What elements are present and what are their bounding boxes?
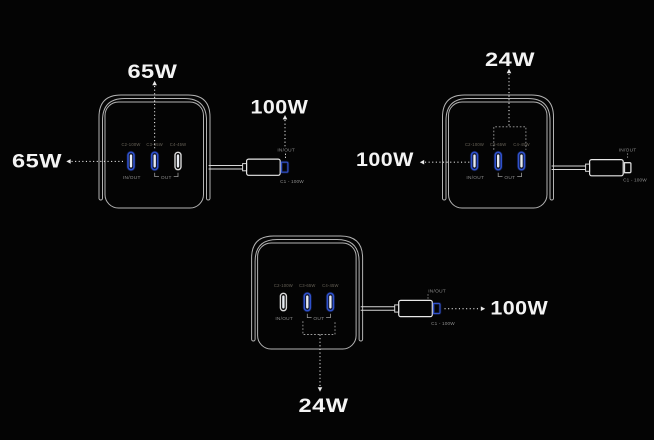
svg-text:IN/OUT: IN/OUT bbox=[619, 148, 637, 154]
svg-text:IN/OUT: IN/OUT bbox=[275, 316, 293, 322]
svg-text:C1 - 100W: C1 - 100W bbox=[623, 177, 647, 182]
svg-text:IN/OUT: IN/OUT bbox=[123, 175, 141, 181]
svg-text:OUT: OUT bbox=[313, 316, 324, 322]
svg-text:65W: 65W bbox=[127, 60, 177, 83]
svg-text:IN/OUT: IN/OUT bbox=[277, 148, 295, 154]
svg-text:C2-100W: C2-100W bbox=[121, 142, 140, 147]
svg-text:OUT: OUT bbox=[504, 175, 515, 181]
svg-text:IN/OUT: IN/OUT bbox=[466, 175, 484, 181]
svg-text:100W: 100W bbox=[490, 298, 548, 320]
svg-text:C4-45W: C4-45W bbox=[322, 283, 339, 288]
svg-text:C4-45W: C4-45W bbox=[170, 142, 187, 147]
svg-text:C2-100W: C2-100W bbox=[274, 283, 293, 288]
svg-text:24W: 24W bbox=[299, 394, 349, 417]
svg-text:24W: 24W bbox=[485, 48, 535, 71]
svg-text:C3-65W: C3-65W bbox=[490, 142, 507, 147]
svg-text:C1 - 100W: C1 - 100W bbox=[280, 179, 304, 184]
svg-text:C3-65W: C3-65W bbox=[299, 283, 316, 288]
svg-text:OUT: OUT bbox=[161, 175, 172, 181]
svg-text:C2-100W: C2-100W bbox=[465, 142, 484, 147]
svg-text:C1 - 100W: C1 - 100W bbox=[431, 321, 455, 326]
svg-text:100W: 100W bbox=[356, 149, 414, 171]
svg-text:65W: 65W bbox=[12, 150, 62, 173]
svg-text:100W: 100W bbox=[251, 96, 309, 118]
svg-text:C4-45W: C4-45W bbox=[513, 142, 530, 147]
svg-text:IN/OUT: IN/OUT bbox=[428, 289, 446, 295]
